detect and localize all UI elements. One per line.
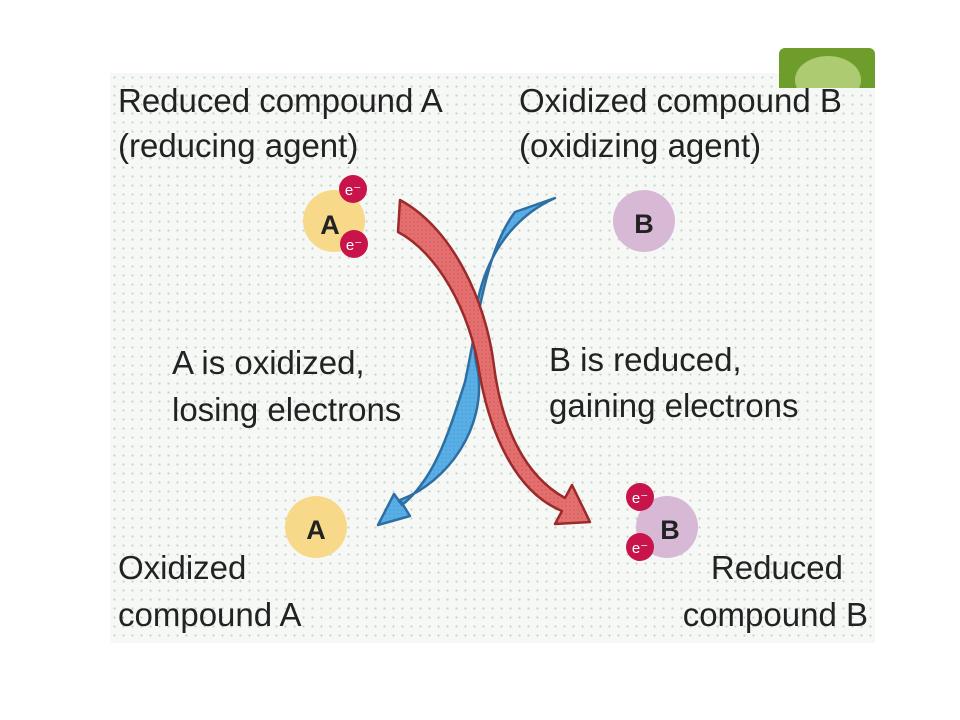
reduced-compound-a-molecule: A e⁻ e⁻ [303,175,368,258]
losing-electrons-label: losing electrons [172,391,402,428]
red-arrow [396,198,592,526]
electron-top [339,175,367,203]
oxidized-compound-a-molecule: A [285,496,347,558]
compound-b-circle [613,190,675,252]
reduced-compound-a-title: Reduced compound A [118,82,443,119]
electron-top-label: e⁻ [345,182,361,199]
reduced-compound-b-label-line2: compound B [682,596,868,633]
compound-b-reduced-letter: B [660,515,680,545]
a-oxidized-label: A is oxidized, [172,344,365,381]
compound-a-oxidized-letter: A [306,515,326,545]
reduced-compound-b-molecule: B e⁻ e⁻ [626,483,698,561]
oxidized-compound-a-label-line2: compound A [118,596,302,633]
reduced-compound-b-label-line1: Reduced [710,549,843,586]
oxidizing-agent-label: (oxidizing agent) [519,127,762,164]
compound-b-letter: B [634,209,654,239]
electron-bottom-label: e⁻ [346,237,362,254]
compound-a-letter: A [320,210,340,240]
oxidized-compound-b-molecule: B [613,190,675,252]
electron-b-top [626,483,654,511]
reducing-agent-label: (reducing agent) [118,127,359,164]
oxidized-compound-b-title: Oxidized compound B [519,82,842,119]
oxidized-compound-a-label-line1: Oxidized [118,549,247,586]
gaining-electrons-label: gaining electrons [549,387,799,424]
electron-b-bottom-label: e⁻ [632,540,648,557]
electron-b-top-label: e⁻ [632,490,648,507]
slide-badge-decoration [779,48,875,88]
badge-oval [795,56,861,88]
b-reduced-label: B is reduced, [549,341,742,378]
compound-a-oxidized-circle [285,496,347,558]
electron-b-bottom [626,533,654,561]
electron-bottom [340,230,368,258]
